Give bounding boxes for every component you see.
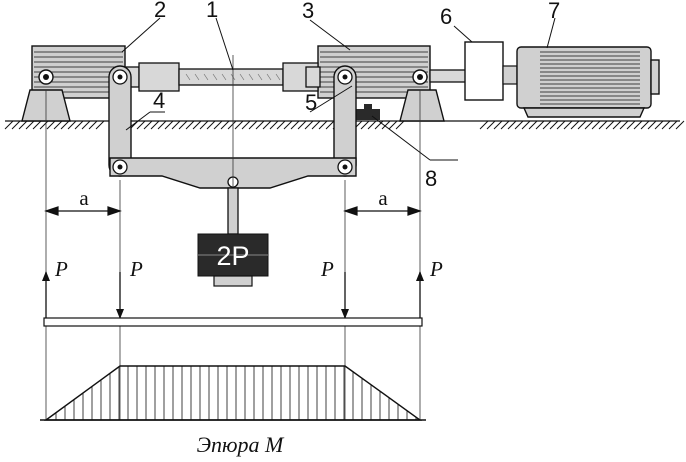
force-label-1: P: [54, 257, 68, 281]
counter-block: [356, 104, 380, 120]
callout-8: 8: [425, 166, 437, 191]
force-label-4: P: [429, 257, 443, 281]
specimen-shaft: [124, 62, 469, 92]
moment-diagram-caption: Эпюра M: [197, 432, 285, 457]
force-label-2: P: [129, 257, 143, 281]
callout-7: 7: [548, 0, 560, 23]
force-arrows: [42, 271, 424, 319]
distance-label-left: a: [79, 186, 89, 210]
electric-motor: [516, 46, 660, 118]
callout-4: 4: [153, 88, 165, 113]
coupling-box: [464, 41, 504, 101]
distance-dimension-right: [343, 206, 422, 216]
moment-diagram: [40, 365, 426, 421]
hanger-rod: [227, 187, 239, 235]
force-label-3: P: [320, 257, 334, 281]
hinge-pins: [112, 69, 353, 188]
beam-scheme: [43, 317, 423, 327]
callout-leaders: [121, 17, 556, 161]
callout-1: 1: [206, 0, 218, 22]
distance-label-right: a: [378, 186, 388, 210]
distance-dimension-left: [44, 206, 122, 216]
callout-3: 3: [302, 0, 314, 23]
callout-2: 2: [154, 0, 166, 22]
callout-6: 6: [440, 4, 452, 29]
load-weight-label: 2P: [216, 241, 249, 271]
load-weight: 2P: [197, 233, 269, 287]
callout-5: 5: [305, 90, 317, 115]
